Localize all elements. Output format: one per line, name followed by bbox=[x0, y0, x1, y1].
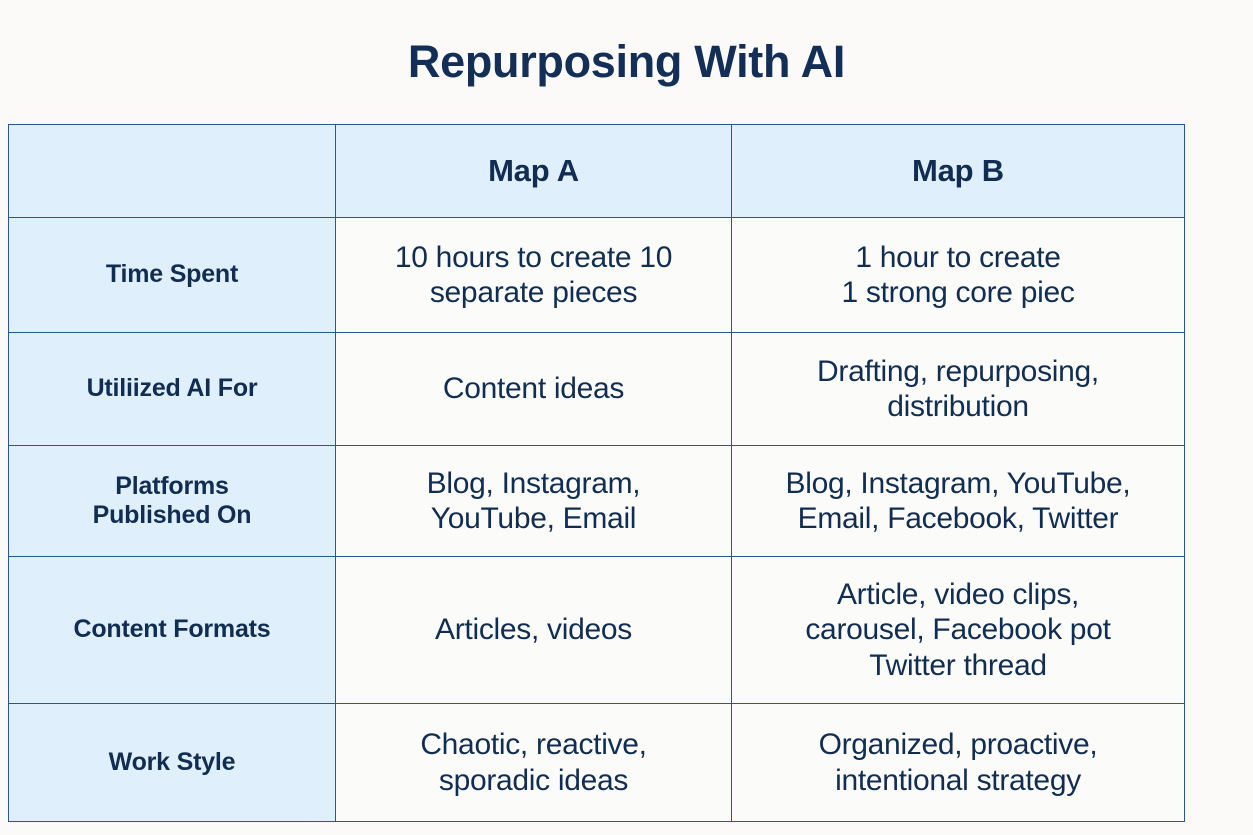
row-label-platforms-published-on: Platforms Published On bbox=[8, 445, 336, 557]
column-header-map-a: Map A bbox=[335, 124, 732, 218]
cell-line: intentional strategy bbox=[835, 763, 1081, 797]
cell-line: separate pieces bbox=[429, 276, 638, 309]
cell-line: Chaotic, reactive, bbox=[420, 728, 647, 762]
table-row-platforms-published-on: Platforms Published On Blog, Instagram, … bbox=[8, 445, 1185, 557]
column-header-map-b: Map B bbox=[731, 124, 1185, 218]
cell-time-spent-map-b: 1 hour to create 1 strong core piec bbox=[731, 217, 1185, 333]
row-label-time-spent: Time Spent bbox=[8, 217, 336, 333]
cell-line: Article, video clips, bbox=[836, 577, 1080, 611]
cell-platforms-map-b: Blog, Instagram, YouTube, Email, Faceboo… bbox=[731, 445, 1185, 557]
table-header: Map A Map B bbox=[8, 124, 1185, 218]
cell-line: YouTube, Email bbox=[430, 502, 637, 535]
row-label-line: Time Spent bbox=[105, 260, 239, 289]
row-label-line: Published On bbox=[92, 501, 252, 529]
cell-work-style-map-b: Organized, proactive, intentional strate… bbox=[731, 703, 1185, 822]
cell-line: 1 hour to create bbox=[855, 240, 1061, 274]
cell-line: 10 hours to create 10 bbox=[394, 240, 673, 274]
cell-line: Twitter thread bbox=[869, 648, 1047, 682]
table-row-work-style: Work Style Chaotic, reactive, sporadic i… bbox=[8, 703, 1185, 822]
cell-utilized-ai-for-map-b: Drafting, repurposing, distribution bbox=[731, 332, 1185, 446]
cell-line: Blog, Instagram, YouTube, bbox=[785, 466, 1131, 500]
row-label-line: Content Formats bbox=[73, 615, 271, 644]
cell-time-spent-map-a: 10 hours to create 10 separate pieces bbox=[335, 217, 732, 333]
cell-utilized-ai-for-map-a: Content ideas bbox=[335, 332, 732, 446]
row-label-line: Utiliized AI For bbox=[86, 374, 258, 403]
cell-line: Articles, videos bbox=[435, 613, 632, 647]
cell-platforms-map-a: Blog, Instagram, YouTube, Email bbox=[335, 445, 732, 557]
row-label-content-formats: Content Formats bbox=[8, 556, 336, 704]
table-corner-cell bbox=[8, 124, 336, 218]
cell-line: Blog, Instagram, bbox=[426, 466, 641, 500]
cell-line: Content ideas bbox=[442, 372, 625, 406]
table-body: Time Spent 10 hours to create 10 separat… bbox=[8, 217, 1185, 822]
cell-line: Drafting, repurposing, bbox=[817, 354, 1099, 388]
table-row-time-spent: Time Spent 10 hours to create 10 separat… bbox=[8, 217, 1185, 333]
cell-line: carousel, Facebook pot bbox=[805, 613, 1111, 647]
page-title: Repurposing With AI bbox=[407, 36, 846, 87]
table-row-content-formats: Content Formats Articles, videos Article… bbox=[8, 556, 1185, 704]
cell-line: distribution bbox=[887, 390, 1029, 423]
cell-content-formats-map-a: Articles, videos bbox=[335, 556, 732, 704]
cell-line: Email, Facebook, Twitter bbox=[797, 502, 1119, 535]
cell-work-style-map-a: Chaotic, reactive, sporadic ideas bbox=[335, 703, 732, 822]
row-label-line: Work Style bbox=[108, 747, 236, 776]
cell-line: sporadic ideas bbox=[438, 763, 629, 797]
cell-content-formats-map-b: Article, video clips, carousel, Facebook… bbox=[731, 556, 1185, 704]
row-label-line: Platforms bbox=[115, 471, 229, 500]
cell-line: 1 strong core piec bbox=[841, 276, 1075, 309]
row-label-work-style: Work Style bbox=[8, 703, 336, 822]
comparison-table: Map A Map B Time Spent 10 hours to creat… bbox=[8, 124, 1185, 822]
cell-line: Organized, proactive, bbox=[818, 728, 1098, 762]
table-row-utilized-ai-for: Utiliized AI For Content ideas Drafting,… bbox=[8, 332, 1185, 446]
row-label-utilized-ai-for: Utiliized AI For bbox=[8, 332, 336, 446]
table-header-row: Map A Map B bbox=[8, 124, 1185, 218]
